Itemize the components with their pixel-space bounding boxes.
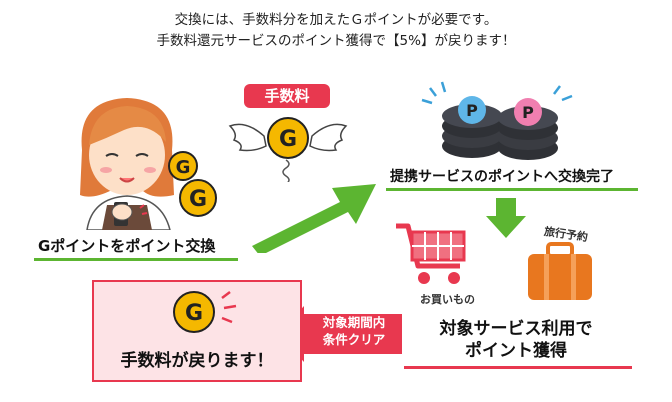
svg-text:P: P [522,103,534,122]
step-use-caption: 対象サービス利用で ポイント獲得 [418,318,614,362]
svg-text:G: G [176,157,191,178]
shopping-label: お買いもの [420,293,475,306]
fee-badge: 手数料 [244,84,330,108]
suitcase-icon [528,242,592,300]
step-use-line-1: 対象サービス利用で [439,319,593,339]
step-convert-underline [34,258,238,261]
refund-coin-illustration: G [173,291,237,333]
p-token-stacks: P P [421,81,573,160]
step-use-underline [404,366,632,369]
condition-label: 対象期間内 条件クリア [306,314,402,348]
g-coin-icon [168,151,198,181]
g-coins: G G [168,151,217,217]
refund-caption: 手数料が戻ります！ [120,351,274,371]
woman-illustration [80,98,174,230]
svg-text:G: G [185,301,203,326]
intro-line-1: 交換には、手数料分を加えたＧポイントが必要です。 [174,12,498,28]
shopping-cart-icon [396,223,466,284]
flying-coin-illustration: G [228,117,348,182]
p-token-icon [458,96,486,124]
wing-left-icon [228,123,267,152]
p-token-icon [514,98,542,126]
arrow-down-icon [486,198,526,238]
step-exchange-caption: 提携サービスのポイントへ交換完了 [390,169,614,185]
svg-text:P: P [466,101,478,120]
g-coin-icon [179,179,217,217]
g-coin-icon [267,117,309,159]
condition-line-1: 対象期間内 [322,315,386,330]
condition-line-2: 条件クリア [322,332,386,347]
step-use-line-2: ポイント獲得 [465,341,567,361]
wing-right-icon [309,123,348,152]
intro-line-2: 手数料還元サービスのポイント獲得で【5%】が戻ります！ [156,33,516,49]
step-exchange-underline [386,188,638,191]
g-coin-icon [173,291,215,333]
step-convert-caption: Gポイントをポイント交換 [38,237,216,255]
svg-text:G: G [189,187,207,212]
arrow-to-refund-icon [278,306,402,362]
svg-text:G: G [279,127,297,152]
arrow-to-exchange-icon [252,184,376,253]
